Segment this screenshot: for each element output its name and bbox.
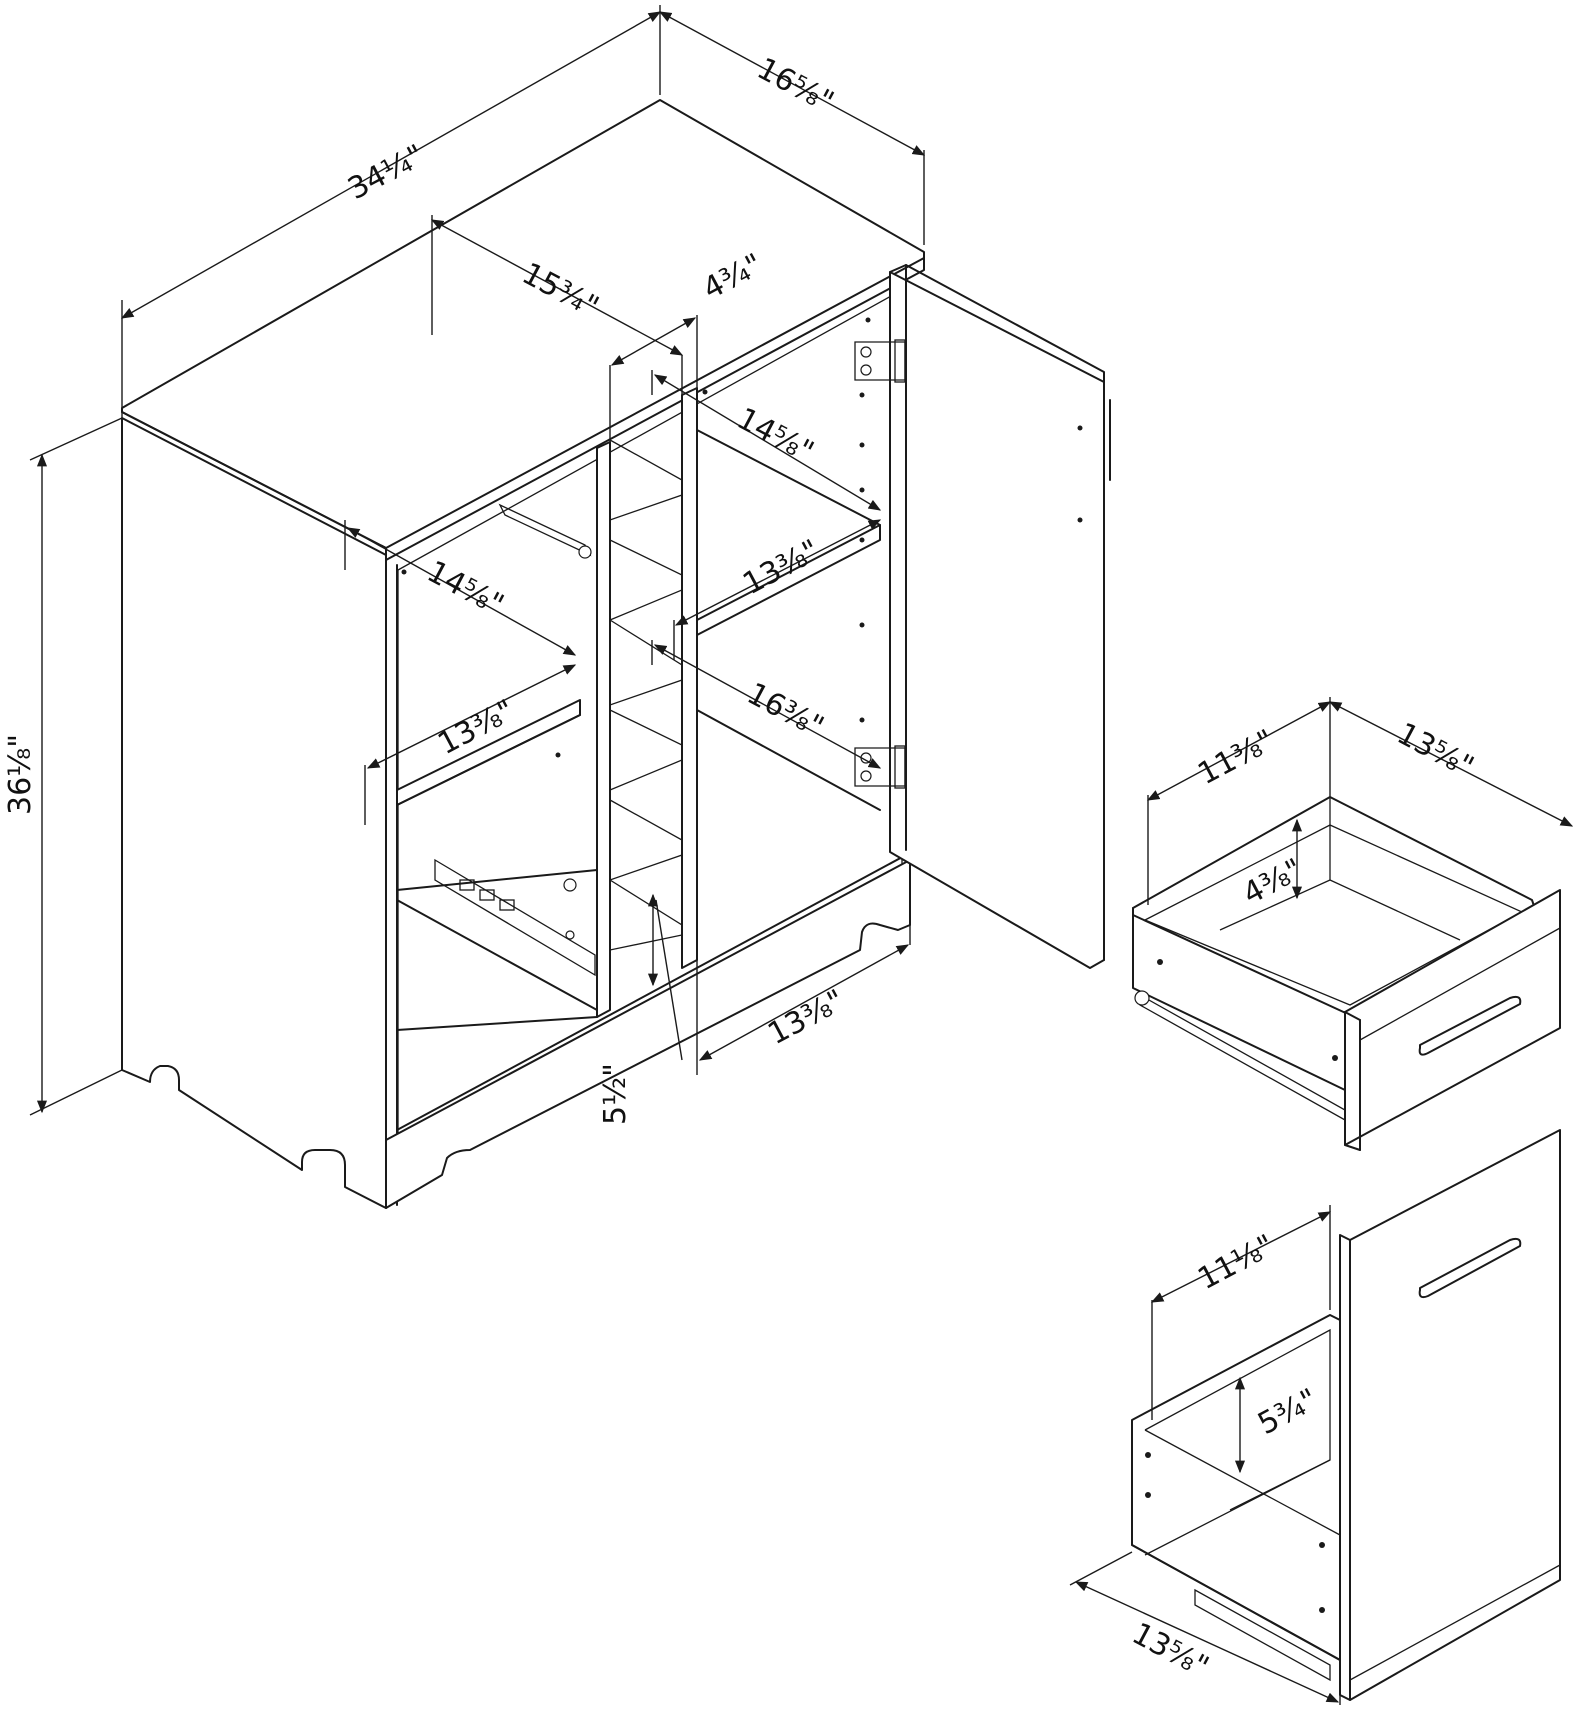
drawer-front (1344, 889, 1561, 1146)
label-center-bottom-height: 5½" (598, 1063, 633, 1125)
pullout-box (1131, 1314, 1341, 1661)
label-drawer-width: 11⅜" (1192, 723, 1280, 792)
pullout-handle (1418, 1237, 1522, 1299)
label-right-shelf-width: 14⅝" (731, 401, 819, 470)
cabinet-left-side (121, 417, 387, 1209)
cabinet-illustration (121, 99, 1111, 1209)
pullout-front (1349, 1129, 1561, 1701)
hinge-top (854, 339, 906, 383)
label-overall-width: 34¼" (342, 138, 430, 207)
label-overall-depth: 16⅝" (751, 51, 839, 120)
drawer-illustration (1132, 796, 1561, 1151)
label-pullout-depth: 13⅝" (1126, 1616, 1214, 1685)
drawer-slide (1139, 993, 1346, 1122)
drawer-slide-left-top (498, 503, 592, 559)
center-cubbies (609, 438, 683, 951)
drawer-handle (1418, 995, 1522, 1056)
label-left-shelf-width: 14⅝" (421, 554, 509, 623)
label-overall-height: 36⅛" (3, 734, 38, 815)
label-right-compartment-height: 16⅜" (741, 676, 829, 745)
label-pullout-width: 11⅛" (1192, 1228, 1280, 1297)
partition-left (596, 441, 611, 1018)
left-shelf-lower (396, 869, 598, 1031)
dimension-lines (29, 5, 1574, 1705)
drawer-slide-left-bottom (434, 858, 596, 977)
cabinet-door (889, 271, 1105, 969)
label-drawer-depth: 13⅝" (1391, 716, 1479, 785)
pullout-illustration (1131, 1129, 1561, 1701)
partition-right (681, 387, 698, 969)
